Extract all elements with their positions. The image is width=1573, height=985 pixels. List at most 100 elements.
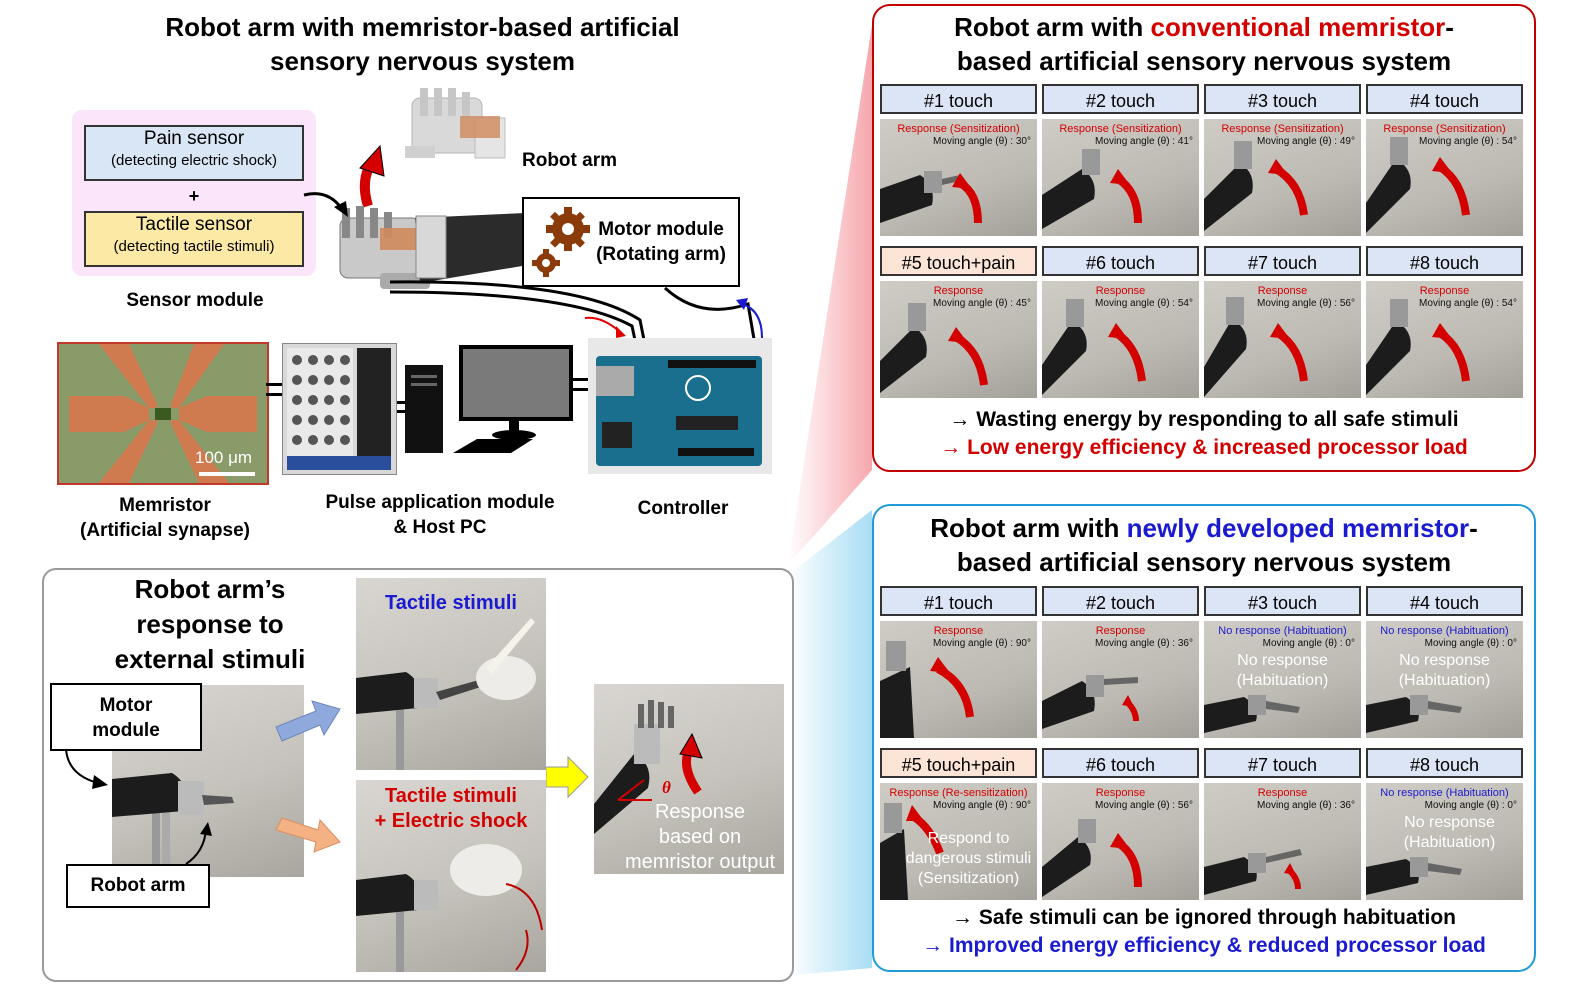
conv-response-text: Response (Sensitization) — [897, 123, 1020, 135]
response-line2: based on — [658, 826, 742, 848]
new-photo: No response (Habituation) Moving angle (… — [1366, 621, 1523, 738]
new-big-caption: Respond to dangerous stimuli (Sensitizat… — [880, 829, 1037, 889]
connector — [396, 401, 408, 404]
plus-sign: + — [188, 186, 200, 206]
conventional-conclusion-2: → Low energy efficiency & increased proc… — [940, 436, 1468, 459]
conv-response-text: Response — [1257, 285, 1308, 297]
conv-touch-label: #6 touch — [1042, 246, 1199, 276]
new-photo: Response Moving angle (θ) : 36° — [1042, 621, 1199, 738]
conv-photo: Response (Sensitization) Moving angle (θ… — [1042, 119, 1199, 236]
response-line1: Response — [654, 801, 746, 823]
conv-photo: Response Moving angle (θ) : 56° — [1204, 281, 1361, 398]
conventional-title-post: - — [1445, 12, 1454, 42]
conv-photo: Response (Sensitization) Moving angle (θ… — [1204, 119, 1361, 236]
conv-photo: Response (Sensitization) Moving angle (θ… — [880, 119, 1037, 236]
response-title-line2: response to — [136, 609, 284, 639]
conv-response-text: Response (Sensitization) — [1383, 123, 1506, 135]
main-title: Robot arm with memristor-based artificia… — [90, 10, 755, 78]
gear-icon — [532, 207, 590, 277]
motor-module-line2: (Rotating arm) — [596, 244, 726, 265]
conv-touch-label: #3 touch — [1204, 84, 1361, 114]
new-angle-text: Moving angle (θ) : 36° — [1095, 638, 1193, 649]
conv-touch-label: #4 touch — [1366, 84, 1523, 114]
robot-arm-photo — [112, 685, 304, 877]
pulse-module-image — [282, 343, 397, 475]
new-angle-text: Moving angle (θ) : 0° — [1424, 638, 1517, 649]
new-response-text: Response — [1257, 787, 1308, 799]
new-touch-label: #7 touch — [1204, 748, 1361, 778]
memristor-electrodes — [69, 344, 257, 483]
new-big-line2: (Habituation) — [1236, 672, 1329, 689]
pulse-module-label: Pulse application module — [325, 492, 555, 513]
conv-photo: Response Moving angle (θ) : 54° — [1042, 281, 1199, 398]
robot-arm-callout: Robot arm — [66, 864, 210, 908]
new-angle-text: Moving angle (θ) : 36° — [1257, 800, 1355, 811]
conv-photo: Response (Sensitization) Moving angle (θ… — [1366, 119, 1523, 236]
new-big-line1: Respond to — [927, 830, 1010, 847]
memristor-label: Memristor — [119, 495, 211, 516]
new-photo: Response Moving angle (θ) : 36° — [1204, 783, 1361, 900]
conv-response-text: Response — [933, 285, 984, 297]
new-big-line2: dangerous stimuli — [905, 850, 1032, 867]
conventional-conclusion: → Wasting energy by responding to all sa… — [872, 404, 1536, 466]
conventional-title: Robot arm with conventional memristor- b… — [872, 10, 1536, 78]
new-angle-text: Moving angle (θ) : 90° — [933, 800, 1031, 811]
shock-line2: + Electric shock — [374, 810, 528, 832]
new-response-text: Response (Re-sensitization) — [889, 787, 1028, 799]
new-photo: Response (Re-sensitization) Moving angle… — [880, 783, 1037, 900]
new-response-text: Response — [1095, 625, 1146, 637]
motor-callout-line2: module — [92, 720, 160, 741]
conventional-conclusion-1: → Wasting energy by responding to all sa… — [949, 408, 1459, 431]
theta-label: θ — [662, 778, 671, 797]
new-photo: No response (Habituation) Moving angle (… — [1366, 783, 1523, 900]
new-touch-label: #8 touch — [1366, 748, 1523, 778]
response-title-line3: external stimuli — [114, 644, 306, 674]
shock-stimuli-label: Tactile stimuli + Electric shock — [356, 784, 546, 834]
new-response-text: No response (Habituation) — [1380, 787, 1509, 799]
new-response-text: Response — [933, 625, 984, 637]
robot-arm-callout-arrow-icon — [185, 822, 212, 865]
motor-callout-line1: Motor — [99, 695, 153, 716]
conv-touch-label: #5 touch+pain — [880, 246, 1037, 276]
connector — [266, 383, 282, 386]
conv-touch-label: #2 touch — [1042, 84, 1199, 114]
new-big-line1: No response — [1404, 814, 1495, 831]
connector — [570, 388, 588, 391]
pain-sensor-box: Pain sensor (detecting electric shock) — [84, 125, 304, 181]
motor-module-callout: Motor module — [50, 683, 202, 751]
response-title-line1: Robot arm’s — [134, 574, 286, 604]
new-touch-label: #3 touch — [1204, 586, 1361, 616]
response-panel-title: Robot arm’s response to external stimuli — [80, 572, 340, 677]
conv-photo: Response Moving angle (θ) : 54° — [1366, 281, 1523, 398]
robot-hand-illustration — [339, 88, 541, 289]
scale-bar-label: 100 μm — [195, 448, 253, 467]
new-big-caption: No response (Habituation) — [1366, 813, 1523, 853]
memristor-sublabel: (Artificial synapse) — [80, 520, 250, 541]
response-photo: θ Response based on memristor output — [594, 684, 784, 874]
newly-conclusion-1: → Safe stimuli can be ignored through ha… — [951, 906, 1457, 929]
conv-angle-text: Moving angle (θ) : 49° — [1257, 136, 1355, 147]
new-big-line1: No response — [1237, 652, 1328, 669]
new-angle-text: Moving angle (θ) : 90° — [933, 638, 1031, 649]
new-angle-text: Moving angle (θ) : 0° — [1262, 638, 1355, 649]
conventional-title-highlight: conventional memristor — [1150, 12, 1446, 42]
shock-stimuli-photo: Tactile stimuli + Electric shock — [356, 780, 546, 972]
newly-conclusion-2: → Improved energy efficiency & reduced p… — [922, 934, 1486, 957]
pain-sensor-name: Pain sensor — [143, 128, 245, 149]
blue-arrow-icon — [275, 700, 341, 742]
red-zoom-wedge — [788, 25, 872, 565]
new-angle-text: Moving angle (θ) : 0° — [1424, 800, 1517, 811]
memristor-image: 100 μm — [57, 342, 269, 485]
new-response-text: Response — [1095, 787, 1146, 799]
conv-touch-label: #8 touch — [1366, 246, 1523, 276]
new-big-caption: No response (Habituation) — [1204, 651, 1361, 691]
newly-conclusion: → Safe stimuli can be ignored through ha… — [872, 902, 1536, 964]
pain-sensor-desc: (detecting electric shock) — [111, 152, 277, 169]
new-big-line2: (Habituation) — [1398, 672, 1491, 689]
new-big-line2: (Habituation) — [1403, 834, 1496, 851]
robot-arm-callout-label: Robot arm — [90, 875, 186, 896]
motor-callout-arrow-icon — [65, 748, 108, 789]
newly-title-highlight: newly developed memristor — [1126, 513, 1470, 543]
response-caption: Response based on memristor output — [594, 800, 784, 874]
arduino-board — [596, 356, 762, 466]
